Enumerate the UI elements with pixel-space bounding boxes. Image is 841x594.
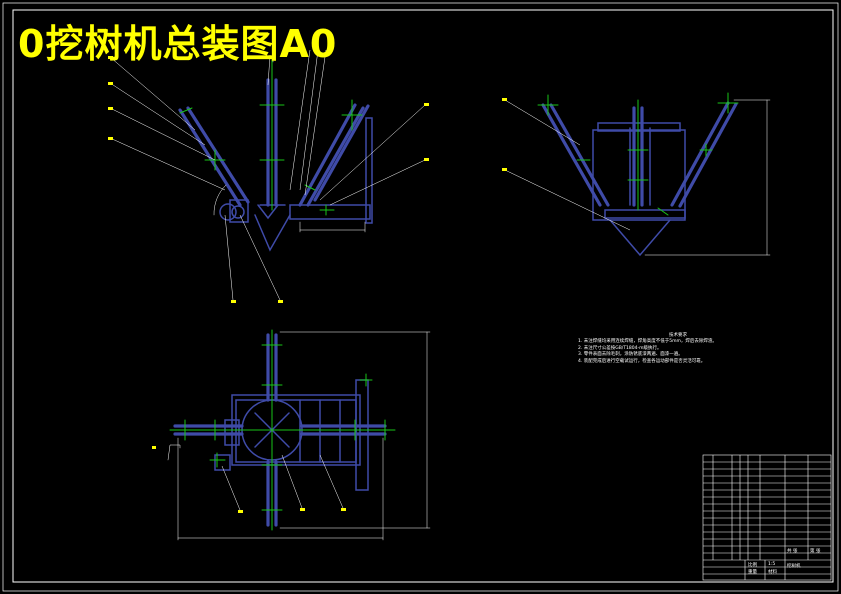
front-view — [178, 57, 373, 252]
requirement-item: 4. 装配完成后进行空载试运行，检查各运动部件是否灵活可靠。 — [578, 358, 706, 364]
technical-requirements-heading: 技术要求 — [669, 333, 687, 338]
requirement-item: 2. 未注尺寸公差按GB/T1804-m级执行。 — [578, 345, 662, 351]
leader-lines — [109, 49, 631, 511]
technical-requirements: 技术要求 1. 未注焊缝均采用连续焊缝，焊角高度不低于5mm，焊后去除焊渣。 2… — [578, 333, 808, 365]
requirement-item: 3. 零件表面去除毛刺，涂防锈底漆两遍、面漆一遍。 — [578, 352, 683, 358]
side-view — [537, 92, 771, 257]
drawing-title: 0挖树机总装图A0 — [18, 22, 338, 66]
top-view — [167, 329, 431, 541]
part-balloons — [108, 56, 507, 513]
title-block-scale-label: 比例 — [748, 563, 757, 568]
requirement-item: 1. 未注焊缝均采用连续焊缝，焊角高度不低于5mm，焊后去除焊渣。 — [578, 339, 717, 345]
title-block — [702, 454, 832, 581]
title-block-name: 挖树机 — [787, 564, 801, 569]
title-block-weight-label: 重量 — [748, 570, 757, 575]
title-block-sheet-number: 第 张 — [810, 549, 821, 554]
title-block-scale-value: 1:5 — [768, 562, 776, 567]
title-block-material-label: 材料 — [768, 570, 777, 575]
title-block-sheets-total: 共 张 — [787, 549, 798, 554]
